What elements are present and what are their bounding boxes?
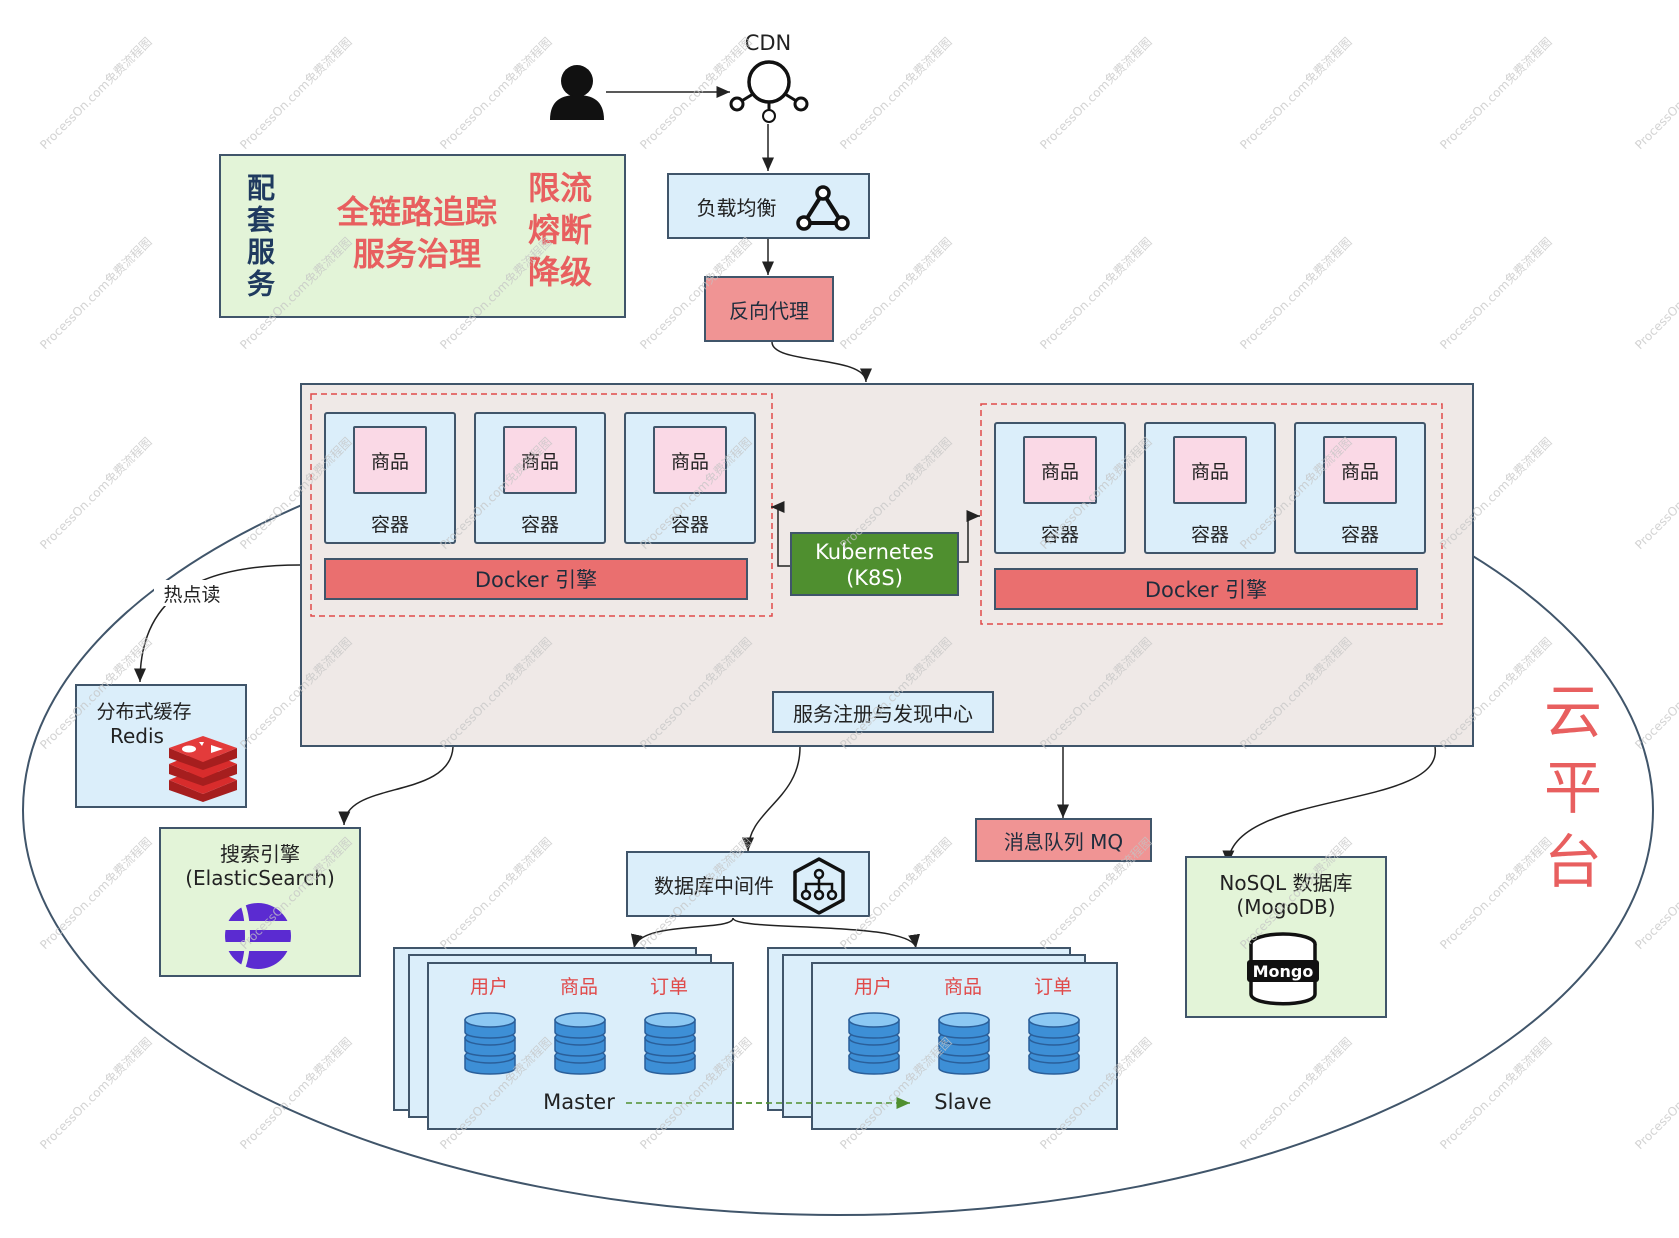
load-balancer-icon	[796, 185, 850, 231]
database-icon	[464, 1012, 516, 1075]
redis-logo-icon	[169, 736, 237, 802]
master-table-product: 商品	[559, 976, 598, 998]
replication-arrow	[626, 1097, 910, 1109]
service-registry-box: 服务注册与发现中心	[772, 691, 994, 733]
support-services-box: 配套服务 全链路追踪 服务治理 限流 熔断 降级	[219, 154, 626, 318]
mongodb-logo-icon	[1247, 932, 1319, 1006]
search-engine-name: (ElasticSearch)	[185, 866, 335, 890]
reverse-proxy-box: 反向代理	[704, 276, 834, 342]
redis-title: 分布式缓存	[96, 700, 192, 723]
load-balancer-box: 负载均衡	[667, 173, 870, 239]
container-left-3: 商品 容器	[624, 412, 756, 544]
container-label: 容器	[670, 514, 709, 536]
cloud-label-1: 云	[1543, 678, 1602, 746]
product-service: 商品	[653, 426, 727, 494]
container-right-2: 商品 容器	[1144, 422, 1276, 554]
docker-cluster-right	[980, 403, 1443, 625]
container-label: 容器	[370, 514, 409, 536]
container-label: 容器	[1340, 524, 1379, 546]
cloud-label-3: 台	[1543, 828, 1602, 896]
product-service: 商品	[1023, 436, 1097, 504]
redis-name: Redis	[110, 724, 164, 748]
support-limit-ratelimit: 限流	[527, 169, 592, 207]
message-queue-box: 消息队列 MQ	[975, 818, 1152, 862]
elasticsearch-logo-icon	[225, 903, 291, 969]
support-services-title: 配套服务	[243, 173, 276, 301]
database-icon	[848, 1012, 900, 1075]
cdn-network-icon	[729, 60, 809, 123]
slave-db-group: 用户 商品 订单 Slave	[811, 962, 1118, 1130]
database-icon	[1028, 1012, 1080, 1075]
search-engine-box: 搜索引擎 (ElasticSearch)	[159, 827, 361, 977]
kubernetes-name: Kubernetes	[815, 540, 934, 564]
support-limit-degrade: 降级	[527, 253, 592, 291]
kubernetes-box: Kubernetes (K8S)	[790, 532, 959, 596]
master-table-order: 订单	[649, 976, 688, 998]
container-label: 容器	[1190, 524, 1229, 546]
container-right-3: 商品 容器	[1294, 422, 1426, 554]
docker-engine-right: Docker 引擎	[994, 568, 1418, 610]
redis-box: 分布式缓存 Redis	[75, 684, 247, 808]
mongodb-logo-text: Mongo	[1252, 961, 1314, 981]
slave-table-product: 商品	[943, 976, 982, 998]
container-label: 容器	[1040, 524, 1079, 546]
connector-dbmw-slave	[732, 917, 920, 949]
support-limit-circuitbreak: 熔断	[527, 211, 592, 249]
db-middleware-label: 数据库中间件	[654, 873, 774, 898]
slave-table-user: 用户	[853, 976, 892, 998]
connector-k8s-right	[959, 510, 980, 563]
nosql-name: (MogoDB)	[1236, 895, 1336, 919]
connector-k8s-left	[771, 501, 790, 567]
container-left-1: 商品 容器	[324, 412, 456, 544]
kubernetes-abbr: (K8S)	[846, 566, 903, 590]
master-db-group: 用户 商品 订单 Master	[427, 962, 734, 1130]
database-icon	[554, 1012, 606, 1075]
container-right-1: 商品 容器	[994, 422, 1126, 554]
user-icon	[550, 65, 604, 120]
docker-engine-left: Docker 引擎	[324, 558, 748, 600]
slave-table-order: 订单	[1033, 976, 1072, 998]
database-icon	[644, 1012, 696, 1075]
product-service: 商品	[503, 426, 577, 494]
product-service: 商品	[1173, 436, 1247, 504]
connector-platform-search	[338, 746, 454, 826]
connector-platform-dbmw	[742, 746, 801, 852]
cdn-label: CDN	[744, 31, 792, 55]
nosql-box: NoSQL 数据库 (MogoDB) Mongo	[1185, 856, 1387, 1018]
connector-platform-nosql	[1222, 746, 1436, 865]
support-item-governance: 服务治理	[352, 235, 481, 273]
product-service: 商品	[1323, 436, 1397, 504]
container-left-2: 商品 容器	[474, 412, 606, 544]
connector-proxy-platform	[771, 341, 872, 383]
support-item-tracing: 全链路追踪	[336, 193, 497, 231]
master-label: Master	[543, 1090, 615, 1114]
db-middleware-box: 数据库中间件	[626, 851, 870, 917]
load-balancer-label: 负载均衡	[696, 195, 777, 220]
connector-dbmw-master	[631, 917, 734, 949]
search-engine-title: 搜索引擎	[220, 841, 300, 866]
database-icon	[938, 1012, 990, 1075]
hot-read-label: 热点读	[154, 580, 230, 606]
product-service: 商品	[353, 426, 427, 494]
cloud-label-2: 平	[1543, 754, 1602, 822]
container-label: 容器	[520, 514, 559, 536]
slave-label: Slave	[934, 1090, 992, 1114]
master-table-user: 用户	[469, 976, 508, 998]
db-middleware-icon	[793, 857, 845, 915]
nosql-title: NoSQL 数据库	[1219, 870, 1353, 895]
